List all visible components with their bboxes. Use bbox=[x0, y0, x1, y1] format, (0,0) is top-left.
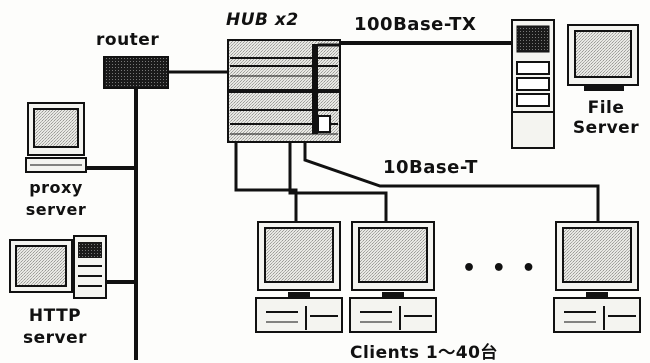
proxy-server-icon bbox=[26, 103, 86, 172]
router-label: router bbox=[96, 30, 159, 50]
client-computer-icon bbox=[256, 222, 342, 332]
link-slow-label: 10Base-T bbox=[383, 157, 478, 178]
http-server-label-line1: HTTP bbox=[20, 306, 90, 326]
file-server-label-line1: File bbox=[582, 98, 630, 118]
tower-server-icon bbox=[512, 20, 554, 148]
client-computer-icon bbox=[554, 222, 640, 332]
client1-cable bbox=[236, 140, 296, 222]
router-icon bbox=[104, 57, 168, 88]
link-fast-label: 100Base-TX bbox=[354, 14, 476, 35]
http-server-label-line2: server bbox=[14, 328, 96, 348]
client-computer-icon bbox=[350, 222, 436, 332]
clients-group bbox=[256, 222, 640, 332]
proxy-server-label-line1: proxy bbox=[24, 178, 88, 197]
clients-label: Clients 1～40台 bbox=[350, 338, 498, 363]
proxy-server-label-line2: server bbox=[20, 200, 92, 219]
client3-cable bbox=[305, 140, 598, 222]
more-clients-ellipsis: • • • bbox=[462, 256, 540, 281]
hub-label: HUB x2 bbox=[226, 10, 299, 30]
http-server-icon bbox=[10, 236, 106, 298]
hub-icon bbox=[228, 40, 340, 142]
monitor-icon bbox=[568, 25, 638, 91]
file-server-label-line2: Server bbox=[568, 118, 644, 138]
